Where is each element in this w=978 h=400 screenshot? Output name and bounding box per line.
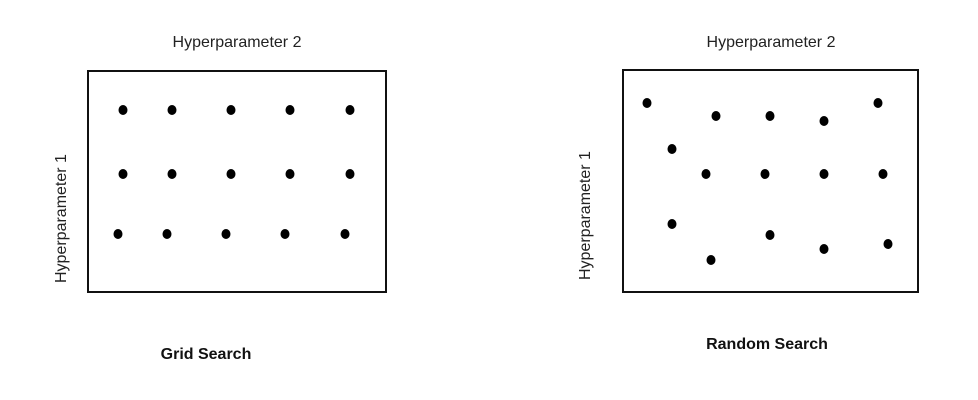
sample-point <box>819 168 829 179</box>
sample-point <box>873 98 883 109</box>
diagram-title: Grid Search <box>160 346 252 363</box>
sample-point <box>883 239 893 250</box>
sample-point <box>167 168 177 179</box>
sample-point <box>167 104 177 115</box>
sample-point <box>878 168 888 179</box>
sample-point <box>760 168 770 179</box>
sample-point <box>765 229 775 240</box>
x-axis-label: Hyperparameter 2 <box>706 34 836 51</box>
x-axis-label: Hyperparameter 2 <box>172 34 302 51</box>
sample-point <box>667 219 677 230</box>
diagram-title: Random Search <box>706 336 828 353</box>
sample-point <box>345 168 355 179</box>
grid-search-panel: Hyperparameter 2 Hyperparameter 1 Grid S… <box>53 34 387 363</box>
sample-point <box>162 229 172 240</box>
sample-point <box>667 144 677 155</box>
sample-point <box>285 104 295 115</box>
sample-point <box>226 104 236 115</box>
sample-point <box>642 98 652 109</box>
sample-point <box>701 168 711 179</box>
sample-point <box>118 168 128 179</box>
sample-point <box>118 104 128 115</box>
sample-point <box>226 168 236 179</box>
y-axis-label: Hyperparameter 1 <box>577 151 594 280</box>
sample-point <box>340 229 350 240</box>
sample-point <box>765 110 775 121</box>
search-space-box <box>87 70 387 293</box>
sample-point <box>280 229 290 240</box>
sample-point <box>706 255 716 266</box>
sample-point <box>345 104 355 115</box>
sample-point <box>819 243 829 254</box>
sample-point <box>819 116 829 127</box>
sample-point <box>113 229 123 240</box>
sample-point <box>285 168 295 179</box>
sample-point <box>711 110 721 121</box>
sample-point <box>221 229 231 240</box>
search-space-box <box>622 69 919 293</box>
